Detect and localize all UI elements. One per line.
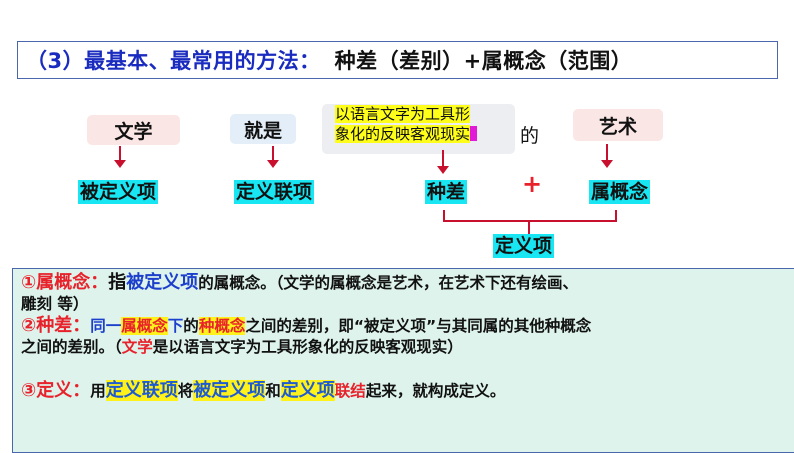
label-shugainian: 属概念 <box>589 180 651 204</box>
item2-term: 属概念 <box>121 317 168 335</box>
plus-icon: + <box>522 170 543 198</box>
node-de: 的 <box>520 125 540 147</box>
item3-heading: ③定义 <box>21 380 73 401</box>
item2-term: 文学 <box>121 338 153 356</box>
item2-colon: ： <box>72 315 91 336</box>
item2-heading: ②种差 <box>21 315 73 336</box>
cursor-marker <box>470 126 478 141</box>
arrow-down-icon <box>267 146 279 168</box>
item3-text: 起来，就构成定义。 <box>365 382 506 400</box>
item2-text: 之间的差别，即“被定义项”与其同属的其他种概念 <box>245 317 592 335</box>
node-wenxue: 文学 <box>87 115 180 145</box>
item2-line1: ②种差：同一属概念下的种概念之间的差别，即“被定义项”与其同属的其他种概念 <box>21 315 788 337</box>
description-line1: 以语言文字为工具形 <box>335 105 471 123</box>
item1-heading: ①属概念 <box>21 272 91 293</box>
item2-text: 同一 <box>90 317 122 335</box>
node-jiushi: 就是 <box>230 114 296 144</box>
arrow-down-icon <box>437 150 449 174</box>
item2-term: 种概念 <box>198 317 246 335</box>
bracket-connector <box>443 210 617 222</box>
title-banner: （3）最基本、最常用的方法： 种差（差别）+属概念（范围） <box>17 41 778 79</box>
explanation-panel: ①属概念：指被定义项的属概念。（文学的属概念是艺术，在艺术下还有绘画、 雕刻 等… <box>12 268 794 453</box>
bracket-stem <box>528 220 530 234</box>
label-zhongcha: 种差 <box>425 180 468 204</box>
item3-text: 将 <box>177 382 194 400</box>
arrow-down-icon <box>601 144 613 168</box>
item3-term: 被定义项 <box>193 380 266 401</box>
item2-text: 下 <box>167 317 184 335</box>
node-yishu-label: 艺术 <box>598 115 637 138</box>
item3-text: 和 <box>265 382 281 400</box>
item3-term: 定义项 <box>280 380 335 401</box>
item2-text: 是以语言文字为工具形象化的反映客观现实） <box>152 338 463 356</box>
item3-line1: ③定义：用定义联项将被定义项和定义项联结起来，就构成定义。 <box>21 380 788 402</box>
item1-term: 被定义项 <box>126 272 199 293</box>
item3-colon: ： <box>72 380 91 401</box>
item3-text: 用 <box>90 382 106 400</box>
item2-text: 之间的差别。（ <box>21 338 122 356</box>
item1-text: 指 <box>108 272 127 293</box>
node-yishu: 艺术 <box>573 109 663 141</box>
label-dingyixiang: 定义项 <box>493 234 555 258</box>
item2-text: 的 <box>183 317 199 335</box>
item1-line1: ①属概念：指被定义项的属概念。（文学的属概念是艺术，在艺术下还有绘画、 <box>21 272 788 294</box>
label-dingyilianxiang: 定义联项 <box>234 180 315 204</box>
node-wenxue-label: 文学 <box>114 120 153 143</box>
label-beidingyixiang: 被定义项 <box>78 180 159 204</box>
description-line2: 象化的反映客观现实 <box>335 125 471 143</box>
title-prefix: （3）最基本、最常用的方法： <box>26 49 321 73</box>
item2-line2: 之间的差别。（文学是以语言文字为工具形象化的反映客观现实） <box>21 337 788 358</box>
item3-term: 联结 <box>334 382 366 400</box>
node-jiushi-label: 就是 <box>243 119 282 142</box>
item3-term: 定义联项 <box>105 380 178 401</box>
item1-line2: 雕刻 等） <box>21 295 89 313</box>
arrow-down-icon <box>114 146 126 168</box>
title-formula: 种差（差别）+属概念（范围） <box>334 49 633 73</box>
item1-text: 的属概念。（文学的属概念是艺术，在艺术下还有绘画、 <box>198 274 579 292</box>
item1-colon: ： <box>90 272 109 293</box>
node-description: 以语言文字为工具形 象化的反映客观现实 <box>335 104 510 144</box>
